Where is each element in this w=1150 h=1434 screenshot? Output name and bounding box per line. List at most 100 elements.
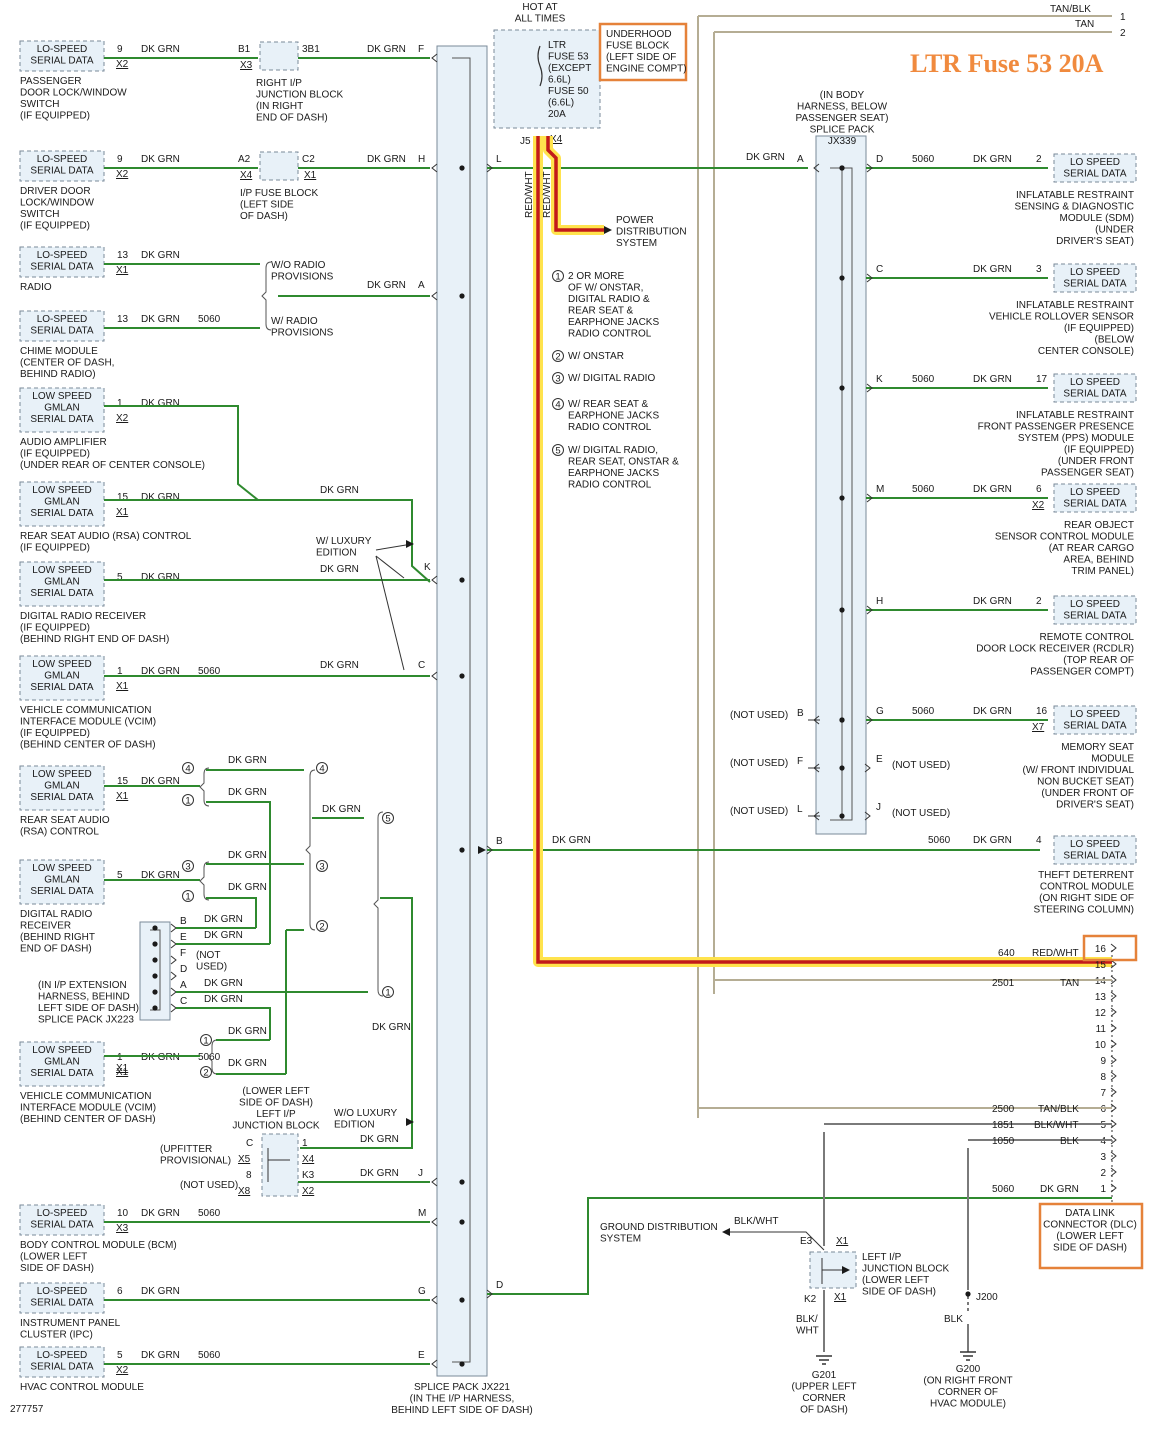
pin-label: 13 [117,314,129,325]
dlc-pin-icon [1110,1167,1117,1177]
module-name: AUDIO AMPLIFIER(IF EQUIPPED)(UNDER REAR … [20,437,205,471]
module-box [19,1041,105,1087]
wire-label: DK GRN [973,264,1012,275]
left-ip-junction-block [261,1133,299,1197]
note-number-icon [382,812,394,824]
pointer [375,555,405,671]
connector-label: X4 [240,170,253,181]
brace [199,767,210,807]
splice-dot [459,673,465,679]
fuse-icon [537,45,543,87]
splice-pin: F [418,44,424,55]
splice-pin: K [424,562,431,573]
connector-label: X5 [238,1154,251,1165]
splice-pin: F [797,756,803,767]
ground-icon [960,1351,976,1361]
jb-bus [267,1148,290,1182]
wire-label: TAN/BLK [1050,4,1091,15]
pin-label: 17 [1036,374,1048,385]
splice-dot [152,957,158,963]
wire-label: DK GRN [141,314,180,325]
module-name: CHIME MODULE(CENTER OF DASH,BEHIND RADIO… [20,346,114,380]
pin-label: K3 [302,1170,315,1181]
wire-label: DK GRN [973,154,1012,165]
wire-label: DK GRN [141,250,180,261]
dlc-pin: 5 [1100,1120,1106,1131]
dlc-pin-icon [1110,975,1117,985]
pin-label: 16 [1036,706,1048,717]
dlc-pin-icon [1110,1183,1117,1193]
wire [300,897,413,1149]
connector-icon [486,1289,493,1299]
note-number: 4 [185,764,190,775]
pin-label: 9 [117,44,123,55]
dlc-pin: 13 [1095,992,1107,1003]
dlc-pin-icon [1110,991,1117,1001]
pin-label: 10 [117,1208,129,1219]
wire-label: RED/WHT [1032,948,1079,959]
module-name: RADIO [20,282,52,293]
wire-label: RED/WHT [524,171,535,218]
pin-label: 1 [117,1052,123,1063]
pin-label: 3 [1036,264,1042,275]
pin-label: 13 [117,250,129,261]
not-used-label: (NOT USED) [730,710,788,721]
connector-icon [431,1295,438,1305]
module-box [19,859,105,905]
wire-label: DK GRN [141,492,180,503]
circuit-label: 5060 [198,1350,221,1361]
dlc-pin-icon [1110,1087,1117,1097]
pin-label: 3B1 [302,44,320,55]
circuit-label: 5060 [198,1052,221,1063]
wire [206,897,257,928]
splice-dot [152,989,158,995]
connector-label: X2 [116,1365,129,1376]
splice-dot [839,607,845,613]
circuit-label: 5060 [928,835,951,846]
dlc-pin-icon [1110,959,1117,969]
module-box [19,765,105,811]
dlc-pin-icon [1110,1135,1117,1145]
splice-dot [459,577,465,583]
not-used-label: (NOT USED) [730,758,788,769]
wire-label: BLK [944,1314,963,1325]
dlc-pin16-highlight [1082,934,1138,962]
circuit-label: 5060 [912,374,935,385]
wire-label: DK GRN [973,835,1012,846]
arrow-icon [478,846,486,854]
connector-icon [866,493,873,503]
wire-label: TAN [1060,978,1079,989]
circuit-label: 2501 [992,978,1015,989]
splice-dot [152,1005,158,1011]
splice-dot [152,941,158,947]
dlc-pin-icon [1110,1023,1117,1033]
not-used-label: (NOT USED) [892,808,950,819]
module-box [1053,153,1137,183]
wire-label: DK GRN [367,280,406,291]
wire-label: RED/WHT [542,171,553,218]
connector-icon [486,163,493,173]
connector-label: X1 [116,265,129,276]
circuit-label: 5060 [992,1184,1015,1195]
dlc-pin: 3 [1100,1152,1106,1163]
dlc-pin: 6 [1100,1104,1106,1115]
connector-icon [813,163,820,173]
wire-label: TAN [1075,19,1094,30]
splice-pin: D [876,154,883,165]
not-used-label: (NOT USED) [892,760,950,771]
note-text: W/ DIGITAL RADIO,REAR SEAT, ONSTAR &EARP… [568,445,679,491]
splice-pin: E [418,1350,425,1361]
